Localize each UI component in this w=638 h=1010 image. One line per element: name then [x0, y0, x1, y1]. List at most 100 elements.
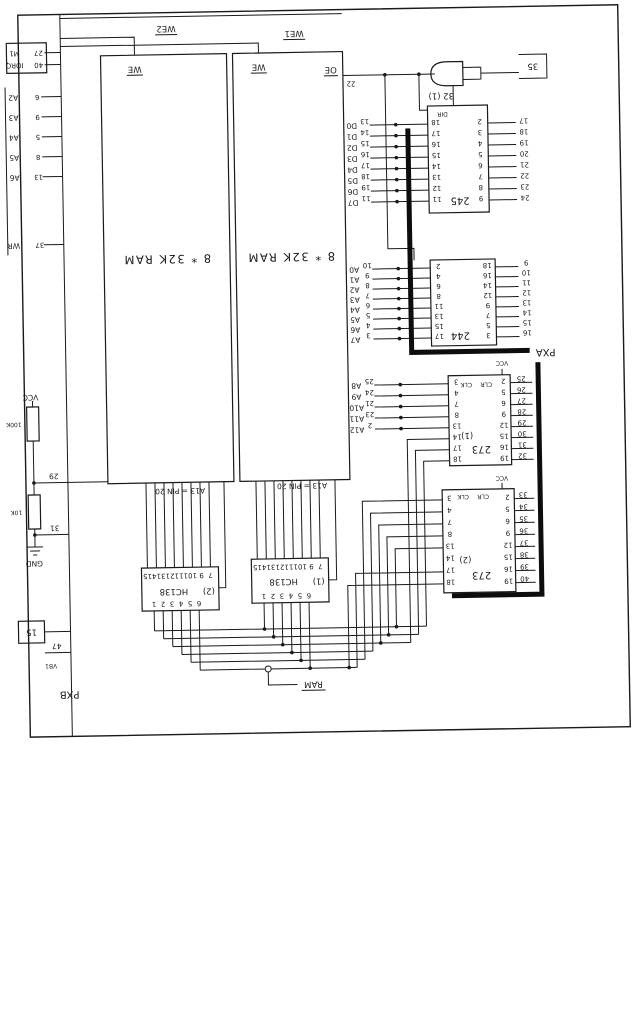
pin-number: 15 — [432, 151, 441, 159]
buffer-245-right-stubs — [487, 122, 518, 201]
latch-273-2-clr: CLR — [477, 493, 489, 500]
pin-number: 18 — [483, 261, 492, 269]
pin-number: 5 — [366, 311, 371, 319]
pin-number: 16 — [431, 140, 441, 148]
we2-label: WE2 — [156, 23, 175, 33]
signal-label: A5 — [350, 315, 360, 324]
signal-label: D2 — [347, 143, 358, 152]
connector-pin-number: 11 — [522, 278, 531, 286]
pin-number: 11 — [289, 562, 298, 570]
pin-number: 6 — [306, 591, 311, 599]
pin-number: 5 — [486, 321, 491, 329]
pin-47-label: 47 — [52, 642, 62, 651]
connector-pin-number: 38 — [520, 550, 529, 558]
pin-number: 9 — [309, 562, 314, 570]
we-label-ram2: WE — [252, 61, 266, 71]
pin-number: 14 — [445, 554, 455, 562]
signal-label: A4 — [9, 133, 19, 142]
wr-pin-number: 37 — [35, 241, 44, 249]
pin-number: 8 — [436, 292, 441, 300]
connector-pin-number: 23 — [520, 182, 529, 190]
decoder-2-select-lines — [145, 481, 211, 569]
pin-number: 15 — [253, 563, 262, 571]
a13-note-1: A13 = PIN 20 — [155, 486, 205, 496]
pin-number: 16 — [499, 443, 509, 451]
latch-273-1-right-stubs — [510, 381, 534, 461]
connector-pin-number: 27 — [517, 396, 526, 404]
signal-label: A2 — [8, 93, 18, 102]
pin-number: 12 — [280, 563, 289, 571]
pin-number: 7 — [454, 400, 459, 408]
signal-label: A7 — [350, 335, 360, 344]
a13-wires — [218, 479, 338, 589]
pin-number: 5 — [188, 599, 193, 607]
pin-number: 23 — [365, 410, 374, 418]
pin-number: 17 — [361, 161, 370, 169]
pin-number: 13 — [452, 422, 461, 430]
decoder-1-bottom-stubs — [263, 602, 311, 669]
bottom-bundle-wires — [154, 625, 427, 671]
pin-number: 13 — [446, 542, 455, 550]
pin-number: 16 — [503, 565, 513, 573]
pin-number: 4 — [447, 506, 452, 514]
pin-number: 19 — [361, 183, 370, 191]
connector-pin-number: 30 — [518, 429, 527, 437]
pin-number: 15 — [500, 432, 509, 440]
pin-number: 6 — [196, 599, 201, 607]
pin-number: 12 — [432, 184, 441, 192]
pin-number: 13 — [34, 173, 43, 181]
latch-273-2-right-stubs — [514, 497, 536, 584]
pin-number: 13 — [435, 312, 444, 320]
pin-number: 9 — [506, 529, 511, 537]
pin-number: 7 — [447, 518, 452, 526]
latch-273-1-clr: CLR — [480, 380, 492, 387]
pin-number: 6 — [365, 301, 370, 309]
pin-number: 3 — [366, 331, 371, 339]
connector-pin-number: 29 — [517, 418, 526, 426]
pin-number: 13 — [432, 173, 441, 181]
thick-bus-pxa — [405, 128, 530, 355]
we-wires — [60, 36, 259, 56]
pin-number: 12 — [170, 571, 179, 579]
connector-pin-number: 13 — [522, 298, 531, 306]
ref-15-label: 15 — [26, 626, 37, 636]
pin-number: 15 — [504, 553, 513, 561]
pin-number: 18 — [446, 578, 455, 586]
pin-number: 3 — [478, 128, 483, 136]
pin-number: 6 — [478, 161, 483, 169]
pin-number: 18 — [453, 455, 462, 463]
pin-number: 6 — [34, 93, 39, 101]
we1-label: WE1 — [284, 28, 303, 38]
open-junction — [264, 665, 272, 673]
ram-block-2 — [231, 50, 351, 483]
pin-number: 17 — [431, 129, 440, 137]
connector-pin-number: 33 — [519, 490, 528, 498]
pin-number: 5 — [36, 133, 41, 141]
pin-number: 14 — [431, 162, 441, 170]
connector-pin-number: 14 — [522, 308, 532, 316]
ram-block-1 — [99, 52, 235, 485]
pin-number: 9 — [479, 194, 484, 202]
vcc-label: VCC — [23, 393, 39, 402]
pxb-connector-label: PXB — [60, 688, 80, 699]
pin-number: 12 — [499, 421, 508, 429]
ram-select-wire — [267, 668, 298, 686]
resistor-bottom-value: 10K — [10, 509, 23, 516]
pin-number: 8 — [36, 153, 41, 161]
pin-number: 14 — [152, 572, 162, 580]
buffer-244-body — [429, 258, 498, 347]
pin-number: 4 — [365, 321, 370, 329]
pin-number: 10 — [298, 562, 307, 570]
connector-pin-number: 12 — [522, 288, 531, 296]
vb1-label: VB1 — [45, 662, 57, 669]
connector-pin-number: 31 — [518, 440, 527, 448]
connector-pin-number: 26 — [516, 385, 526, 393]
